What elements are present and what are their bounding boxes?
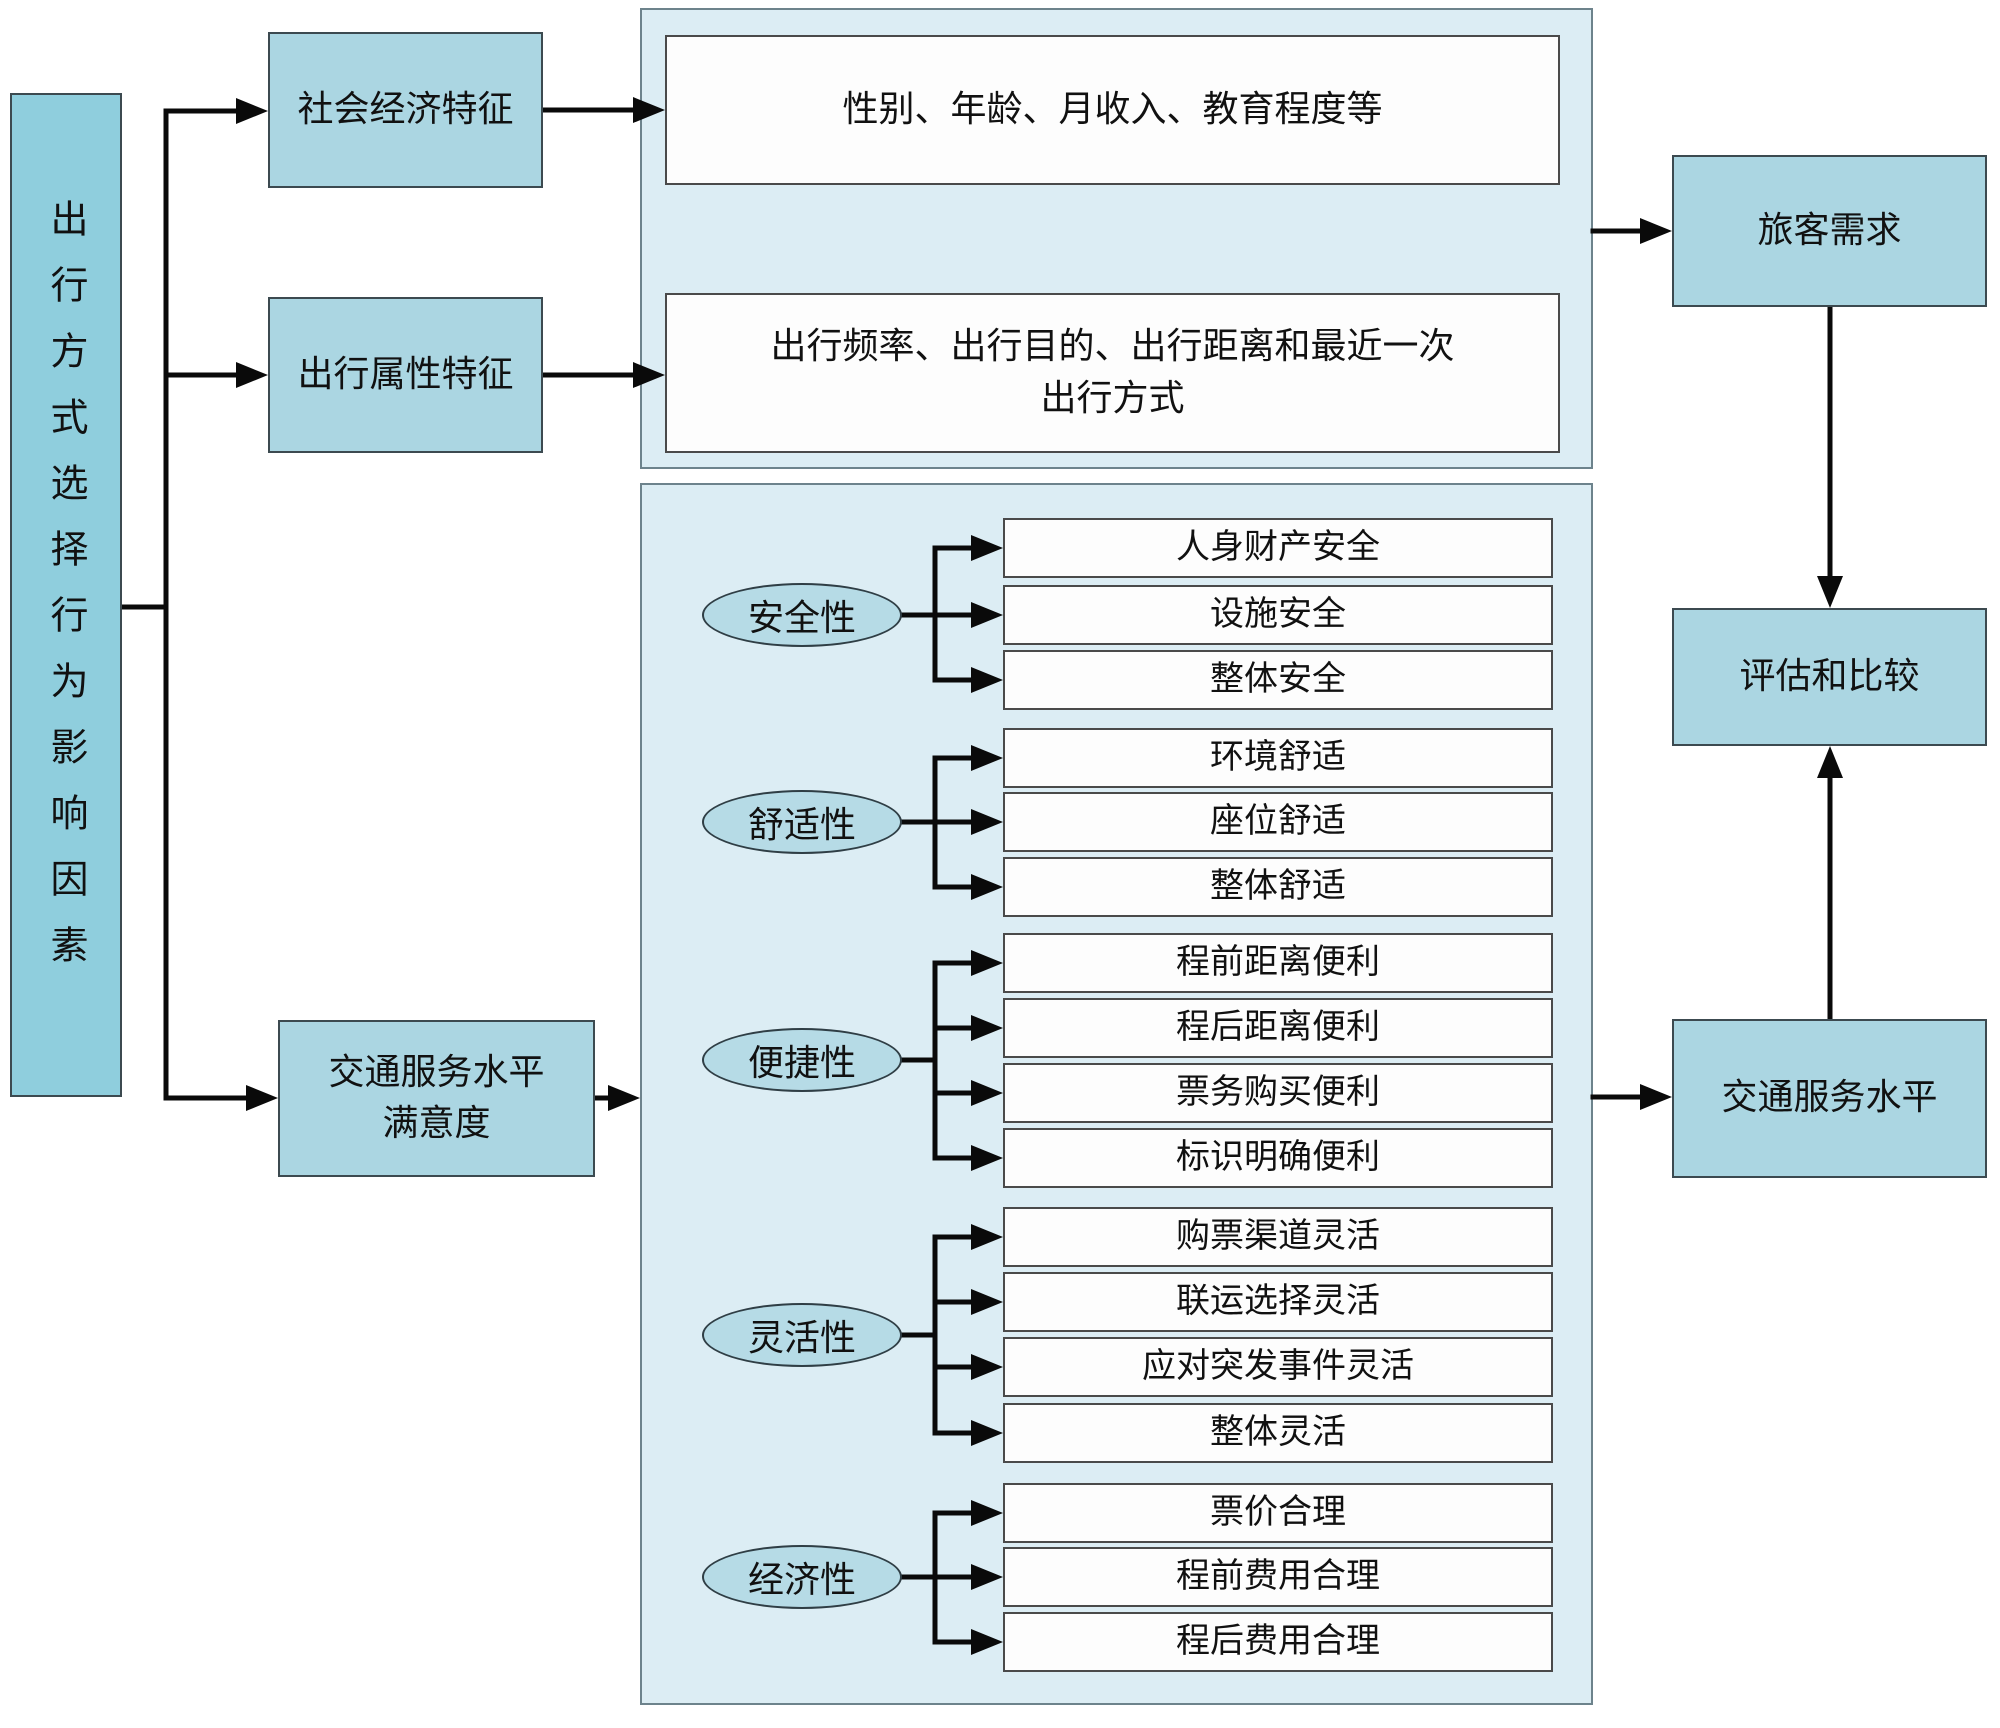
service-level-box: 交通服务水平 <box>1672 1019 1987 1178</box>
convenience-item-3-label: 票务购买便利 <box>1176 1072 1380 1113</box>
socioeconomic-feature-label: 社会经济特征 <box>297 88 514 130</box>
flexibility-item-3: 应对突发事件灵活 <box>1003 1337 1553 1397</box>
comfort-item-2-label: 座位舒适 <box>1210 801 1346 842</box>
convenience-item-1-label: 程前距离便利 <box>1176 942 1380 983</box>
economy-item-1-label: 票价合理 <box>1210 1492 1346 1533</box>
flexibility-item-4-label: 整体灵活 <box>1210 1412 1346 1453</box>
comfort-ellipse: 舒适性 <box>702 790 902 854</box>
main-factor-box: 出行方式选择行为影响因素 <box>10 93 122 1097</box>
convenience-item-2: 程后距离便利 <box>1003 998 1553 1058</box>
demographics-box: 性别、年龄、月收入、教育程度等 <box>665 35 1560 185</box>
flexibility-item-3-label: 应对突发事件灵活 <box>1142 1346 1414 1387</box>
convenience-ellipse: 便捷性 <box>702 1028 902 1092</box>
evaluate-compare-label: 评估和比较 <box>1739 655 1920 697</box>
economy-item-3: 程后费用合理 <box>1003 1612 1553 1672</box>
comfort-item-3-label: 整体舒适 <box>1210 866 1346 907</box>
comfort-item-1: 环境舒适 <box>1003 728 1553 788</box>
convenience-item-4-label: 标识明确便利 <box>1176 1137 1380 1178</box>
comfort-item-2: 座位舒适 <box>1003 792 1553 852</box>
trip-attributes-box: 出行频率、出行目的、出行距离和最近一次 出行方式 <box>665 293 1560 453</box>
evaluate-compare-box: 评估和比较 <box>1672 608 1987 746</box>
economy-item-3-label: 程后费用合理 <box>1176 1621 1380 1662</box>
economy-ellipse: 经济性 <box>702 1545 902 1609</box>
service-satisfaction-label-line2: 满意度 <box>382 1102 491 1144</box>
convenience-item-1: 程前距离便利 <box>1003 933 1553 993</box>
economy-item-2: 程前费用合理 <box>1003 1547 1553 1607</box>
flexibility-item-1-label: 购票渠道灵活 <box>1176 1216 1380 1257</box>
safety-item-3: 整体安全 <box>1003 650 1553 710</box>
service-satisfaction-box: 交通服务水平 满意度 <box>278 1020 595 1177</box>
comfort-item-3: 整体舒适 <box>1003 857 1553 917</box>
main-factor-label: 出行方式选择行为影响因素 <box>44 199 88 991</box>
safety-item-2-label: 设施安全 <box>1210 594 1346 635</box>
trip-attributes-label-line2: 出行方式 <box>1040 378 1185 419</box>
convenience-label: 便捷性 <box>747 1043 856 1084</box>
comfort-item-1-label: 环境舒适 <box>1210 737 1346 778</box>
flexibility-item-2-label: 联运选择灵活 <box>1176 1281 1380 1322</box>
safety-ellipse: 安全性 <box>702 583 902 647</box>
trip-attributes-label-line1: 出行频率、出行目的、出行距离和最近一次 <box>770 325 1455 367</box>
economy-label: 经济性 <box>747 1560 856 1601</box>
service-satisfaction-label-line1: 交通服务水平 <box>328 1052 545 1094</box>
safety-label: 安全性 <box>747 598 856 639</box>
trip-attribute-feature-box: 出行属性特征 <box>268 297 543 453</box>
safety-item-1: 人身财产安全 <box>1003 518 1553 578</box>
demographics-label: 性别、年龄、月收入、教育程度等 <box>842 88 1383 130</box>
flexibility-item-4: 整体灵活 <box>1003 1403 1553 1463</box>
passenger-demand-label: 旅客需求 <box>1757 209 1902 251</box>
flexibility-ellipse: 灵活性 <box>702 1303 902 1367</box>
passenger-demand-box: 旅客需求 <box>1672 155 1987 307</box>
comfort-label: 舒适性 <box>747 805 856 846</box>
socioeconomic-feature-box: 社会经济特征 <box>268 32 543 188</box>
safety-item-3-label: 整体安全 <box>1210 659 1346 700</box>
convenience-item-4: 标识明确便利 <box>1003 1128 1553 1188</box>
flexibility-item-2: 联运选择灵活 <box>1003 1272 1553 1332</box>
service-level-label: 交通服务水平 <box>1721 1077 1938 1119</box>
safety-item-1-label: 人身财产安全 <box>1176 527 1380 568</box>
flexibility-label: 灵活性 <box>747 1318 856 1359</box>
economy-item-1: 票价合理 <box>1003 1483 1553 1543</box>
convenience-item-2-label: 程后距离便利 <box>1176 1007 1380 1048</box>
economy-item-2-label: 程前费用合理 <box>1176 1556 1380 1597</box>
convenience-item-3: 票务购买便利 <box>1003 1063 1553 1123</box>
trip-attribute-feature-label: 出行属性特征 <box>297 353 514 395</box>
safety-item-2: 设施安全 <box>1003 585 1553 645</box>
flexibility-item-1: 购票渠道灵活 <box>1003 1207 1553 1267</box>
